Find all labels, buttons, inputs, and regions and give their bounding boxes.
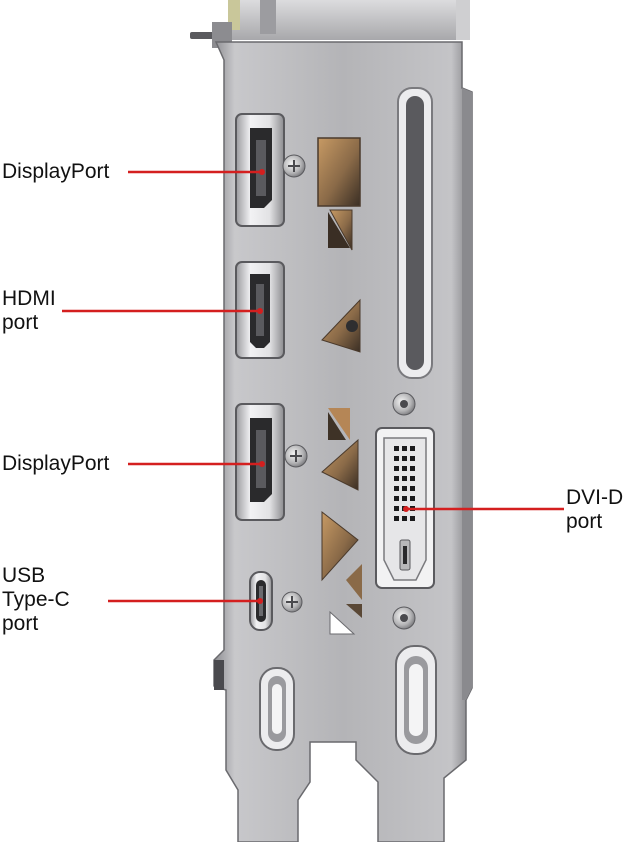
screw-dp-bottom — [284, 444, 308, 468]
mounting-slot-left — [259, 667, 295, 751]
label-line: HDMI — [2, 287, 56, 310]
mounting-slot-right — [395, 645, 437, 755]
label-line: DisplayPort — [2, 452, 110, 475]
bracket-top-tab — [190, 0, 470, 48]
label-line: port — [566, 510, 603, 533]
label-displayport-bottom: DisplayPort — [2, 452, 109, 476]
label-line: DisplayPort — [2, 160, 110, 183]
label-dvi-d-port: DVI-D port — [566, 486, 623, 534]
cooling-slot-tall — [397, 87, 433, 379]
label-line: DVI-D — [566, 486, 624, 509]
screw-dp-top — [282, 154, 306, 178]
label-line: port — [2, 311, 39, 334]
label-line: USB — [2, 564, 46, 587]
label-line: Type-C — [2, 588, 70, 611]
label-line: port — [2, 612, 39, 635]
label-usb-type-c-port: USB Type-C port — [2, 564, 70, 636]
label-hdmi-port: HDMI port — [2, 287, 56, 335]
displayport-bottom-connector — [235, 403, 285, 521]
label-displayport-top: DisplayPort — [2, 160, 109, 184]
vent-openings — [317, 137, 362, 635]
leader-lines — [62, 170, 564, 603]
screw-usb-c — [281, 591, 303, 613]
leader-dots — [257, 169, 409, 604]
